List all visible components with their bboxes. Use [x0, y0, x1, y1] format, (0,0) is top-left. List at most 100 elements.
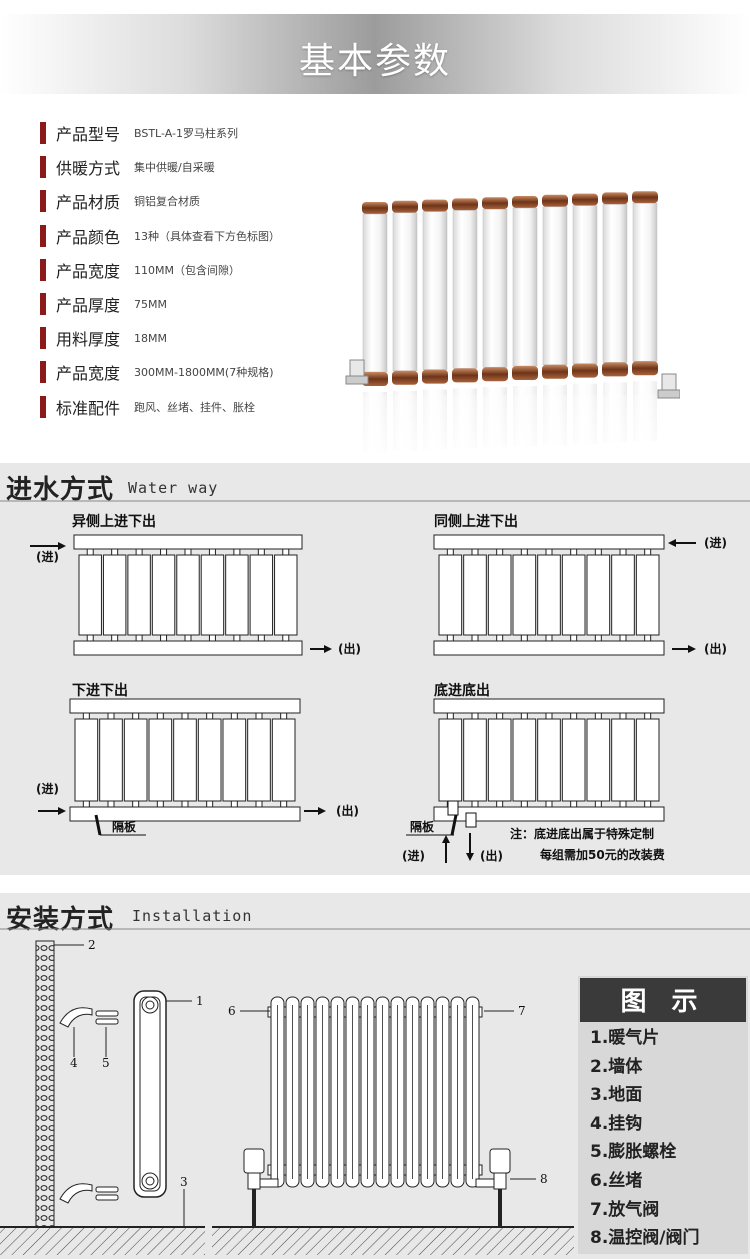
radiator-column [482, 208, 508, 368]
right-valve-icon [475, 1148, 511, 1227]
installation-title: 安装方式 [6, 905, 115, 935]
radiator-column [542, 206, 568, 366]
copper-cap-bottom [602, 362, 628, 377]
bottom-header-pipe [433, 806, 665, 822]
installation-diagram: 2 3 4 5 1 [0, 928, 750, 1255]
water-way-diagrams: 异侧上进下出 同侧上进下出 下进下出 底进底出 (进) (出) (进) (出) … [0, 500, 750, 863]
copper-cap-bottom [572, 363, 598, 378]
out-label: (出) [336, 803, 359, 818]
connector [82, 712, 90, 720]
partition-label: 隔板 [410, 819, 435, 834]
spec-label: 供暖方式 [56, 159, 121, 179]
connector [255, 712, 263, 720]
radiator-side-view [133, 990, 167, 1198]
connector [111, 634, 119, 642]
connector [107, 800, 115, 808]
copper-cap-bottom [422, 369, 448, 384]
legend-item: 1.暖气片 [590, 1028, 660, 1048]
diagram-caption-3: 下进下出 [72, 682, 128, 699]
connector [594, 712, 602, 720]
legend-item: 7.放气阀 [590, 1199, 660, 1220]
radiator-column [151, 554, 176, 636]
connector [111, 548, 119, 556]
copper-cap-top [632, 191, 658, 204]
diagram-opposite-side [73, 534, 303, 656]
connector [545, 800, 553, 808]
legend-item: 8.温控阀/阀门 [590, 1228, 700, 1249]
connector [156, 800, 164, 808]
wall [35, 940, 55, 1228]
spec-marker [40, 224, 46, 247]
spec-value: 300MM-1800MM(7种规格) [134, 366, 274, 380]
connector [644, 712, 652, 720]
spec-value: BSTL-A-1罗马柱系列 [134, 127, 238, 141]
radiator-column [247, 718, 271, 802]
callout-number: 2 [88, 938, 96, 952]
legend-item: 2.墙体 [590, 1056, 643, 1077]
spec-value: 集中供暖/自采暖 [134, 161, 215, 175]
radiator-column [452, 210, 478, 369]
connector [520, 800, 528, 808]
radiator-column [635, 554, 660, 636]
legend-item: 5.膨胀螺栓 [590, 1142, 677, 1163]
connector [208, 634, 216, 642]
connector [520, 712, 528, 720]
radiator-column [392, 212, 418, 372]
connector [257, 634, 265, 642]
radiator-column [249, 554, 274, 636]
connector [496, 800, 504, 808]
radiator-column [200, 554, 225, 636]
radiator-column [537, 554, 561, 636]
top-header-pipe [73, 534, 303, 550]
spec-label: 产品型号 [56, 125, 121, 145]
callout-number: 5 [102, 1056, 110, 1070]
floor-right [212, 1227, 574, 1255]
radiator-column [561, 554, 586, 636]
diagram-caption-1: 异侧上进下出 [72, 513, 156, 530]
radiator-column [537, 718, 561, 802]
copper-cap-top [512, 196, 538, 208]
connector [520, 548, 528, 556]
radiator-column [362, 213, 388, 373]
radiator-column [102, 554, 127, 636]
radiator-column [176, 554, 200, 636]
radiator-column [463, 554, 487, 636]
connector [184, 634, 192, 642]
connector [255, 800, 263, 808]
radiator-column [127, 554, 151, 636]
connector [471, 712, 479, 720]
bottom-header-pipe [69, 806, 301, 822]
radiator-column [611, 554, 635, 636]
spec-value: 18MM [134, 331, 167, 345]
spec-value: 铜铝复合材质 [134, 195, 200, 209]
legend-box: 图 示 1.暖气片 2.墙体 3.地面 4.挂钩 5.膨胀螺栓 6.丝堵 7.放… [578, 976, 748, 1254]
radiator-column [632, 202, 658, 362]
arrow-right-icon [30, 542, 66, 550]
connector [471, 548, 479, 556]
spec-marker [40, 190, 46, 213]
water-way-title: 进水方式 [6, 475, 115, 505]
spec-marker [40, 156, 46, 179]
spec-marker [40, 327, 46, 350]
connector [280, 800, 288, 808]
connector [644, 634, 652, 642]
radiator-column [438, 554, 463, 636]
left-valve-icon [345, 359, 369, 385]
copper-cap-top [572, 193, 598, 206]
connector [619, 712, 627, 720]
connector [496, 712, 504, 720]
copper-cap-bottom [542, 364, 568, 379]
connector [446, 712, 454, 720]
callout-number: 7 [518, 1004, 526, 1018]
copper-cap-top [392, 200, 418, 213]
in-label: (进) [36, 781, 59, 796]
callout-number: 8 [540, 1172, 548, 1186]
connector [107, 712, 115, 720]
in-label: (进) [36, 549, 59, 564]
connector [619, 634, 627, 642]
copper-cap-top [452, 198, 478, 211]
spec-marker [40, 395, 46, 418]
diagram-caption-4: 底进底出 [434, 682, 490, 699]
